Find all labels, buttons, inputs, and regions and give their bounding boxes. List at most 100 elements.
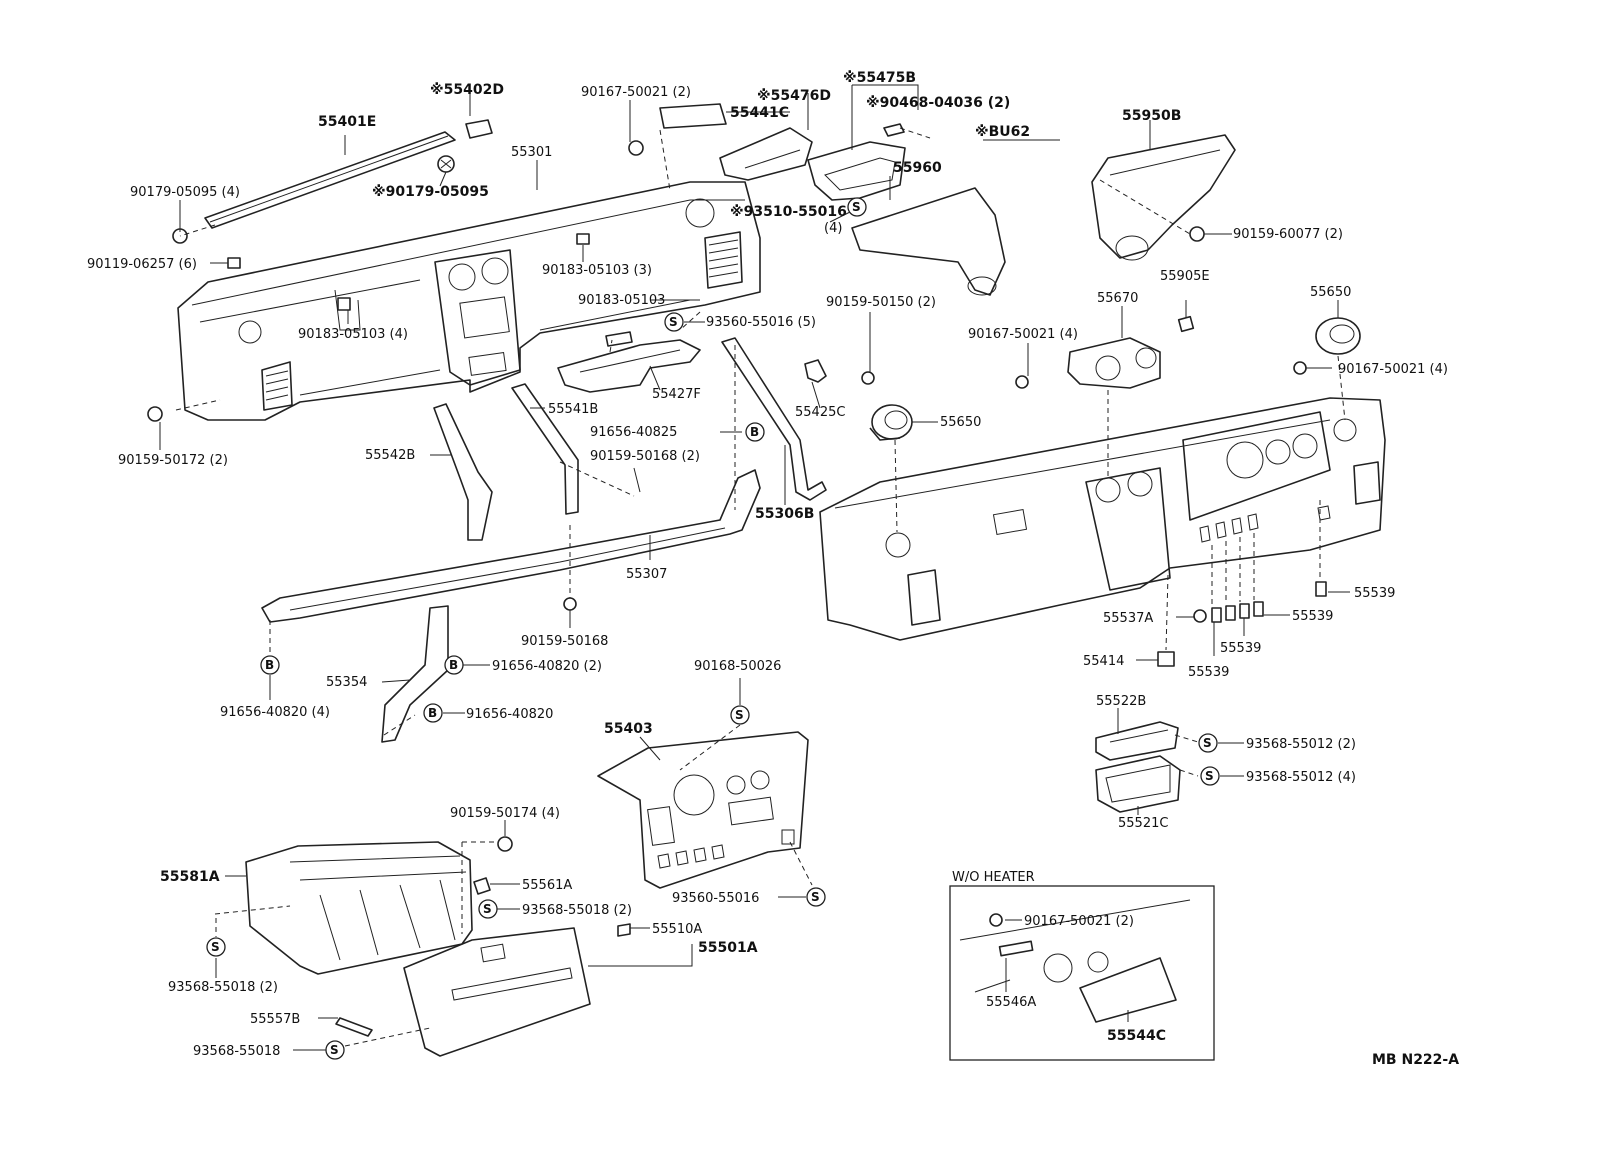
label-90179-05095: ※90179-05095 — [372, 184, 489, 200]
part-55561a — [473, 877, 491, 895]
clip-90183-05103-a — [576, 233, 590, 245]
screw-90179-05095 — [437, 155, 455, 173]
label-90159-60077: 90159-60077 (2) — [1233, 227, 1343, 242]
screw-90167-50021 — [628, 140, 644, 156]
clip-90119-06257 — [227, 257, 241, 269]
svg-text:S: S — [211, 940, 220, 954]
label-55427f: 55427F — [652, 387, 701, 402]
label-55401e: 55401E — [318, 114, 376, 130]
svg-text:S: S — [669, 315, 678, 329]
label-55670: 55670 — [1097, 291, 1138, 306]
label-93568-55018-2b: 93568-55018 (2) — [168, 980, 278, 995]
clip-90468-04036 — [883, 123, 905, 137]
symbol-s-93568-18: S — [325, 1040, 345, 1060]
label-55354: 55354 — [326, 675, 367, 690]
label-55650-right: 55650 — [1310, 285, 1351, 300]
label-55561a: 55561A — [522, 878, 572, 893]
label-93510-qty: (4) — [824, 221, 842, 236]
label-55441c: 55441C — [730, 105, 789, 121]
symbol-s-93510: S — [847, 197, 867, 217]
label-55403: 55403 — [604, 721, 653, 737]
symbol-s-93568-12-4: S — [1200, 766, 1220, 786]
symbol-b-91656-40820-2: B — [444, 655, 464, 675]
symbol-s-93568-12-2: S — [1198, 733, 1218, 753]
symbol-s-93568-18-2: S — [478, 899, 498, 919]
label-93560-55016: 93560-55016 — [672, 891, 759, 906]
screw-90159-50168 — [563, 597, 577, 611]
label-55541b: 55541B — [548, 402, 598, 417]
screw-90159-50172 — [147, 406, 163, 422]
screw-90159-50150 — [861, 371, 875, 385]
screw-90159-50174 — [497, 836, 513, 852]
part-55522b-panel — [1095, 721, 1179, 761]
symbol-s-90168: S — [730, 705, 750, 725]
part-55541b-brace — [511, 383, 579, 515]
part-55650-vent — [869, 404, 913, 441]
label-90168-50026: 90168-50026 — [694, 659, 781, 674]
label-55950b: 55950B — [1122, 108, 1181, 124]
label-90179-05095-4: 90179-05095 (4) — [130, 185, 240, 200]
svg-text:S: S — [483, 902, 492, 916]
screw-90167-50021-c — [1015, 375, 1029, 389]
symbol-b-91656-40820-4: B — [260, 655, 280, 675]
part-labels: 55401E ※55402D 90179-05095 (4) ※90179-05… — [87, 70, 1459, 1068]
symbol-s-93560-5: S — [664, 312, 684, 332]
part-55403-finish-panel — [597, 731, 809, 889]
label-55475b: ※55475B — [843, 70, 916, 86]
symbol-s-93568-18-left: S — [206, 937, 226, 957]
part-55650-vent-b — [1315, 317, 1361, 355]
label-91656-40820: 91656-40820 — [466, 707, 553, 722]
label-90159-50168: 90159-50168 — [521, 634, 608, 649]
svg-text:S: S — [852, 200, 861, 214]
svg-text:S: S — [811, 890, 820, 904]
label-90183-05103: 90183-05103 — [578, 293, 665, 308]
label-figure-code: MB N222-A — [1372, 1052, 1459, 1068]
part-55306b-rod — [721, 337, 827, 501]
part-55960-duct — [851, 187, 1006, 296]
label-55306b: 55306B — [755, 506, 814, 522]
label-90119-06257: 90119-06257 (6) — [87, 257, 197, 272]
label-55402d: ※55402D — [430, 82, 504, 98]
part-55542b-brace — [433, 403, 493, 541]
label-55307: 55307 — [626, 567, 667, 582]
label-93568-55018: 93568-55018 — [193, 1044, 280, 1059]
label-91656-40825: 91656-40825 — [590, 425, 677, 440]
screw-90159-60077 — [1189, 226, 1205, 242]
label-90159-50172: 90159-50172 (2) — [118, 453, 228, 468]
label-90167-50021-2: 90167-50021 (2) — [581, 85, 691, 100]
label-bu62: ※BU62 — [975, 124, 1030, 140]
part-55475b-hood — [807, 141, 906, 201]
leader-lines — [159, 84, 1350, 1051]
label-90468-04036: ※90468-04036 (2) — [866, 95, 1010, 111]
part-55301-instrument-panel — [177, 181, 761, 421]
part-55401e-molding — [204, 131, 456, 229]
part-55521c-box — [1095, 755, 1181, 813]
label-90159-50168-2: 90159-50168 (2) — [590, 449, 700, 464]
label-55425c: 55425C — [795, 405, 845, 420]
label-55960: 55960 — [893, 160, 942, 176]
part-55501a-glovebox-door — [403, 927, 591, 1057]
label-55521c: 55521C — [1118, 816, 1168, 831]
svg-text:S: S — [1203, 736, 1212, 750]
label-93560-55016-5: 93560-55016 (5) — [706, 315, 816, 330]
label-90167-50021-inset: 90167-50021 (2) — [1024, 914, 1134, 929]
symbol-b-91656-40825: B — [745, 422, 765, 442]
svg-text:B: B — [449, 658, 458, 672]
part-55427f-bracket — [557, 331, 701, 393]
label-55539-d: 55539 — [1188, 665, 1229, 680]
part-55950b-duct — [1091, 134, 1236, 261]
part-55402d-cap — [465, 119, 493, 139]
svg-text:S: S — [1205, 769, 1214, 783]
part-55476d-hood — [719, 127, 813, 181]
label-55537a: 55537A — [1103, 611, 1153, 626]
part-55537a-knob — [1193, 609, 1207, 623]
inset-wo-heater — [949, 885, 1215, 1061]
label-55542b: 55542B — [365, 448, 415, 463]
svg-text:S: S — [735, 708, 744, 722]
label-93510-55016: ※93510-55016 — [730, 204, 847, 220]
label-91656-40820-2: 91656-40820 (2) — [492, 659, 602, 674]
label-55546a: 55546A — [986, 995, 1036, 1010]
label-55476d: ※55476D — [757, 88, 831, 104]
symbol-b-91656-40820: B — [423, 703, 443, 723]
label-55905e: 55905E — [1160, 269, 1210, 284]
